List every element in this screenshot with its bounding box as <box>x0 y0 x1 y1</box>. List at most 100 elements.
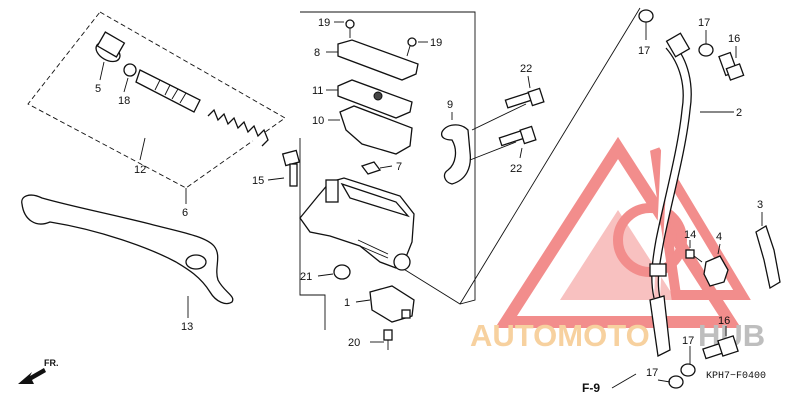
body-label-lines <box>357 239 389 259</box>
switch-terminal <box>401 309 411 319</box>
front-direction-label: FR. <box>44 358 59 368</box>
leader-12 <box>139 137 146 161</box>
banjo-bolt-16-bottom <box>702 335 739 360</box>
hose-collar <box>649 263 667 277</box>
callout-19b: 19 <box>430 37 442 49</box>
leader-bolt-lower <box>469 141 517 161</box>
bolt-head <box>717 335 739 357</box>
callout-6: 6 <box>182 207 188 219</box>
clip-bolt-14-part <box>685 249 703 263</box>
bolt-head <box>685 249 695 259</box>
leader-18 <box>123 77 129 93</box>
callout-5: 5 <box>95 83 101 95</box>
pivot-bolt-head <box>281 149 301 167</box>
leader-17d <box>657 379 671 383</box>
hose-guide-part <box>755 225 781 290</box>
leader-4 <box>717 243 721 255</box>
leader-5 <box>99 61 105 81</box>
callout-4: 4 <box>716 231 722 243</box>
front-arrow-icon <box>18 368 46 384</box>
circlip-part <box>123 63 137 77</box>
cylinder-boss <box>325 179 339 203</box>
reservoir-assembly-outline <box>300 11 476 305</box>
callout-16a: 16 <box>728 33 740 45</box>
pivot-bracket-outline <box>299 138 326 330</box>
callout-9: 9 <box>447 99 453 111</box>
holder-bolt-upper <box>471 87 545 131</box>
hose-fitting-lower <box>649 295 671 357</box>
hose-port <box>393 253 411 271</box>
plate-vent-hole <box>373 91 383 101</box>
callout-7: 7 <box>396 161 402 173</box>
reservoir-cup <box>340 182 410 218</box>
sealing-washer-17-top-left <box>638 9 654 23</box>
holder-bolt-lower <box>469 125 537 161</box>
holder-part <box>440 124 472 185</box>
callout-22b: 22 <box>510 163 522 175</box>
screw-shank <box>406 45 411 57</box>
cover-screw-left <box>345 19 355 38</box>
sealing-washer-17-bottom-right <box>680 363 696 377</box>
watermark-text-automoto: AUTOMOTO <box>470 318 650 353</box>
piston-grooves <box>154 79 187 104</box>
watermark: AUTOMOTO HUB <box>470 136 765 353</box>
banjo-bolt-16-top <box>718 51 745 81</box>
hose-clip-part <box>703 255 729 287</box>
sealing-washer-17-bottom-left <box>668 375 684 389</box>
callout-18: 18 <box>118 95 130 107</box>
callout-19a: 19 <box>318 17 330 29</box>
section-ref-label: F-9 <box>582 381 600 395</box>
pivot-bolt-shank <box>289 163 298 187</box>
screw-head <box>345 19 355 29</box>
callout-16b: 16 <box>718 315 730 327</box>
bolt-head <box>725 63 745 81</box>
callout-15: 15 <box>252 175 264 187</box>
piston-part <box>135 69 201 113</box>
leader-15 <box>267 177 285 181</box>
callout-8: 8 <box>314 47 320 59</box>
hose-connection-line <box>459 7 641 305</box>
leader-22a <box>527 75 531 89</box>
callout-2: 2 <box>736 107 742 119</box>
page-code: KPH7−F0400 <box>706 371 766 382</box>
pivot-bolt <box>281 149 301 187</box>
leader-22b <box>519 147 523 159</box>
hose-fitting-upper <box>665 32 691 58</box>
piston-kit <box>95 31 269 147</box>
callout-11: 11 <box>312 85 323 97</box>
callout-12: 12 <box>134 164 146 176</box>
float-part <box>360 161 382 175</box>
boot-sleeve-part <box>96 31 126 58</box>
callout-17d: 17 <box>646 367 658 379</box>
callout-14: 14 <box>684 229 696 241</box>
lever-pivot-hole <box>185 254 207 270</box>
front-direction-indicator: FR. <box>18 358 59 384</box>
callout-13: 13 <box>181 321 193 333</box>
cover-screw-right <box>406 37 417 57</box>
brake-lever-part <box>21 194 234 305</box>
screw-head <box>383 329 393 341</box>
diaphragm-part <box>339 105 413 155</box>
sealing-washer-17-top-right <box>698 43 714 57</box>
bolt-head <box>527 87 545 107</box>
piston-kit-outline <box>27 11 286 189</box>
callout-17c: 17 <box>682 335 694 347</box>
callout-17b: 17 <box>698 17 710 29</box>
leader-7 <box>379 165 393 169</box>
callout-3: 3 <box>757 199 763 211</box>
bolt-head <box>519 125 537 145</box>
callout-21: 21 <box>300 271 312 283</box>
reservoir-cap-part <box>337 39 419 81</box>
callout-1: 1 <box>344 297 350 309</box>
switch-screw-part <box>383 329 393 350</box>
leader-21 <box>317 273 334 277</box>
bolt-shank <box>693 255 703 263</box>
leader-1 <box>355 299 371 303</box>
section-ref-leader <box>611 373 637 389</box>
callout-22a: 22 <box>520 63 532 75</box>
spring-part <box>207 108 269 147</box>
nut-21-part <box>333 264 351 280</box>
watermark-logo <box>495 136 751 328</box>
callout-17a: 17 <box>638 45 650 57</box>
